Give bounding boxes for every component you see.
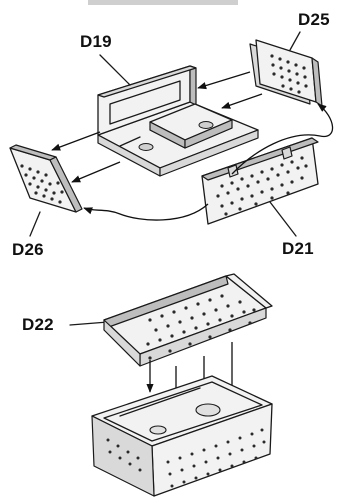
- assembly-arrows-upper: [51, 71, 334, 221]
- bracket-d19: [97, 65, 259, 177]
- label-d19: D19: [80, 32, 112, 51]
- lid-d22: [103, 273, 273, 367]
- label-d21: D21: [282, 239, 314, 258]
- label-d26: D26: [12, 240, 44, 259]
- base-box: [91, 375, 273, 497]
- top-cropped-text: [88, 0, 238, 5]
- label-d25: D25: [298, 10, 330, 29]
- label-d22: D22: [22, 315, 54, 334]
- leader-lines: [29, 31, 301, 326]
- side-panel-d26: [9, 144, 83, 213]
- panel-d21: [201, 137, 319, 225]
- side-panel-d25: [249, 39, 323, 107]
